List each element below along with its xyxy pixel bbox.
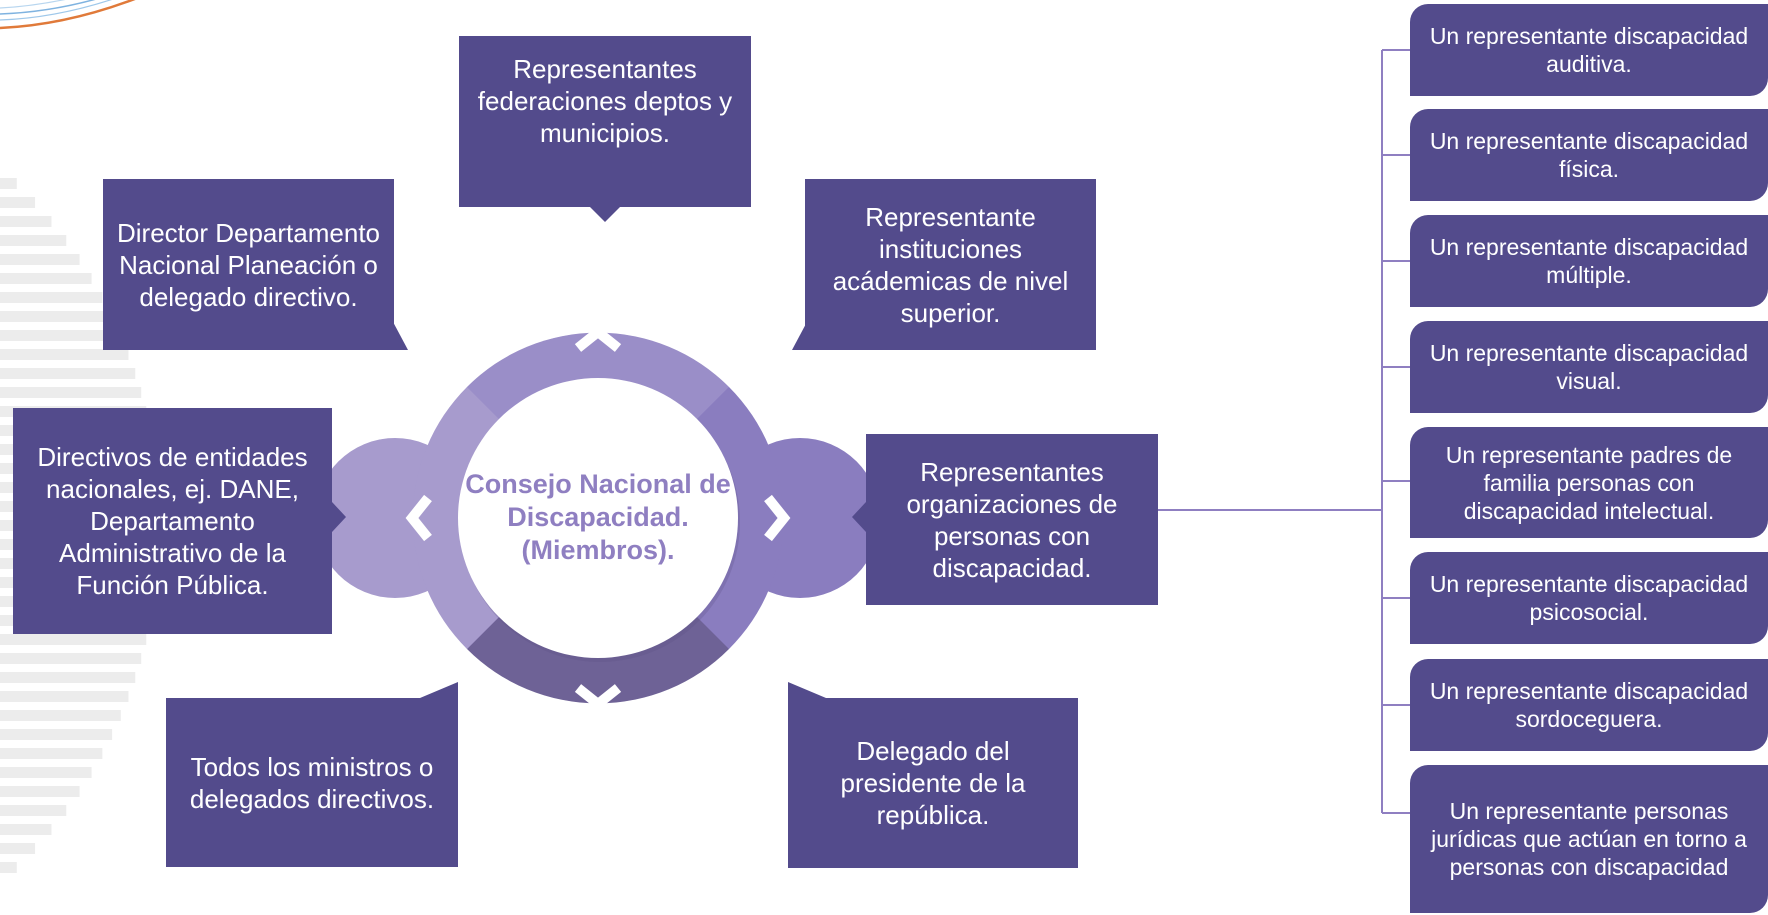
member-label: Representantes federaciones deptos y mun… <box>477 53 733 148</box>
organization-item: Un representante discapacidad física. <box>1410 109 1768 201</box>
member-box-organizaciones: Representantes organizaciones de persona… <box>866 434 1158 605</box>
stripe <box>0 843 36 854</box>
stripe <box>0 216 52 227</box>
member-box-presidente: Delegado del presidente de la república. <box>788 698 1078 868</box>
member-label: Delegado del presidente de la república. <box>840 736 1026 830</box>
chevron-left-icon <box>405 494 432 542</box>
chevron-up-icon <box>574 325 622 352</box>
organization-item: Un representante discapacidad sordocegue… <box>1410 659 1768 751</box>
member-box-ministros: Todos los ministros o delegados directiv… <box>166 698 458 867</box>
chevron-arrows <box>405 325 791 711</box>
connector-lines <box>1158 49 1410 814</box>
organization-item: Un representante personas jurídicas que … <box>1410 765 1768 913</box>
stripe <box>0 178 17 189</box>
stripe <box>0 387 142 398</box>
stripe <box>0 691 129 702</box>
chevron-down-icon <box>574 684 622 711</box>
member-box-academicas: Representante instituciones acádemicas d… <box>805 179 1096 350</box>
stripe <box>0 349 129 360</box>
stripe <box>0 824 52 835</box>
stripe <box>0 653 142 664</box>
stripe <box>0 235 67 246</box>
decorative-arcs <box>0 0 136 30</box>
stripe <box>0 672 136 683</box>
stripe <box>0 197 36 208</box>
member-label: Director Departamento Nacional Planeació… <box>117 217 380 312</box>
member-label: Directivos de entidades nacionales, ej. … <box>37 442 308 600</box>
member-label: Representantes organizaciones de persona… <box>906 456 1118 583</box>
stripe <box>0 330 121 341</box>
stripe <box>0 634 147 645</box>
stripe <box>0 311 113 322</box>
stripe <box>0 862 17 873</box>
member-box-entidades-nacionales: Directivos de entidades nacionales, ej. … <box>13 408 332 634</box>
stripe <box>0 710 121 721</box>
stripe <box>0 368 136 379</box>
chevron-right-icon <box>764 494 791 542</box>
stripe <box>0 767 92 778</box>
stripe <box>0 786 80 797</box>
council-title: Consejo Nacional de Discapacidad. (Miemb… <box>465 469 731 565</box>
organization-item: Un representante discapacidad múltiple. <box>1410 215 1768 307</box>
stripe <box>0 273 92 284</box>
stripe <box>0 254 80 265</box>
stripe <box>0 748 103 759</box>
stripe <box>0 805 67 816</box>
organization-item: Un representante discapacidad psicosocia… <box>1410 552 1768 644</box>
member-box-federaciones: Representantes federaciones deptos y mun… <box>459 36 751 207</box>
organization-item: Un representante discapacidad auditiva. <box>1410 4 1768 96</box>
organization-item: Un representante padres de familia perso… <box>1410 427 1768 538</box>
center-ring <box>315 332 880 704</box>
member-label: Todos los ministros o delegados directiv… <box>189 751 435 814</box>
member-box-planeacion: Director Departamento Nacional Planeació… <box>103 179 394 350</box>
stripe <box>0 729 113 740</box>
member-label: Representante instituciones acádemicas d… <box>832 201 1069 328</box>
organization-item: Un representante discapacidad visual. <box>1410 321 1768 413</box>
stripe <box>0 292 103 303</box>
